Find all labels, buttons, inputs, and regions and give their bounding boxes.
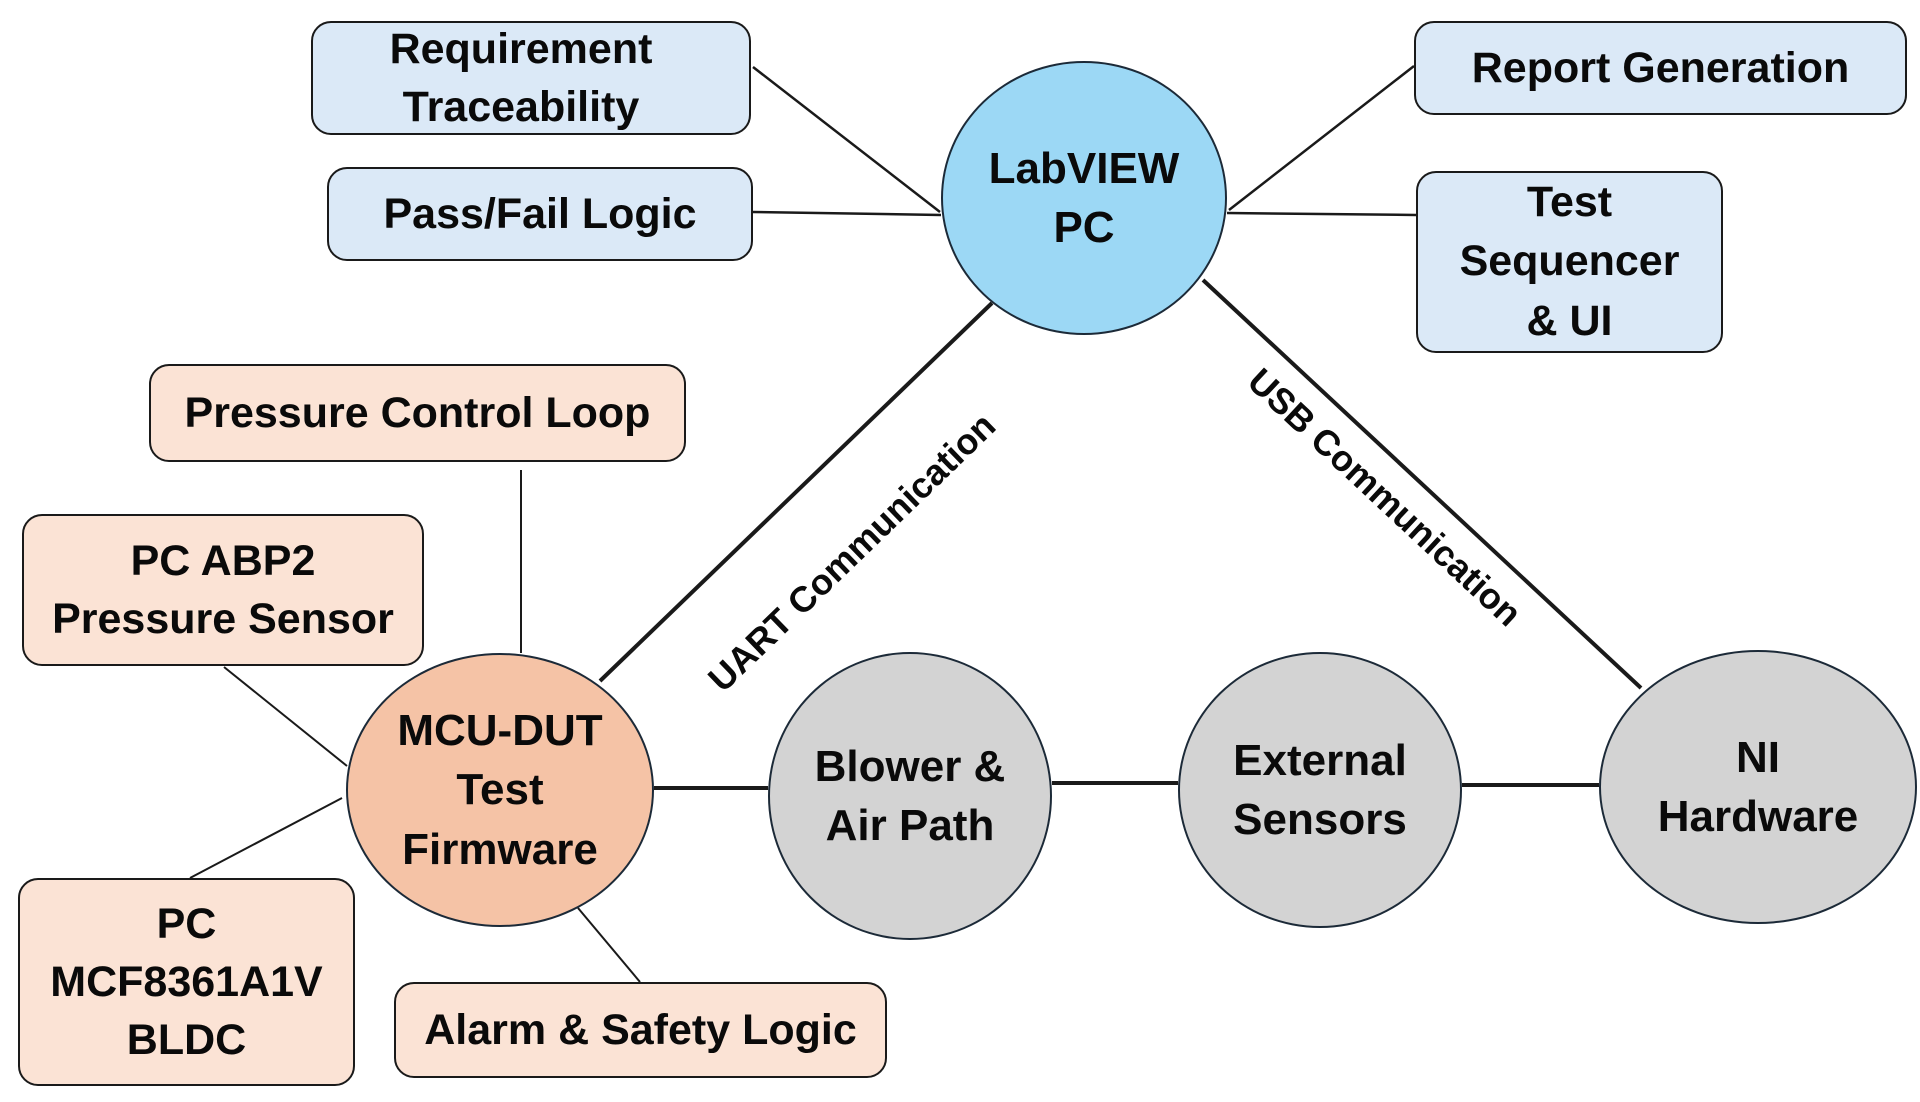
box-label: Sequencer [1459, 237, 1680, 286]
edge-report-to-labview [1228, 65, 1415, 211]
edge-requirement-to-labview [752, 66, 941, 213]
node-label: Firmware [402, 824, 598, 874]
alarm-safety-logic-box: Alarm & Safety Logic [394, 982, 887, 1078]
edge-sensor-to-mcu [223, 666, 348, 767]
external-sensors-node: External Sensors [1178, 652, 1462, 928]
node-label: LabVIEW [988, 143, 1180, 193]
labview-pc-node: LabVIEW PC [941, 61, 1227, 335]
box-label: & UI [1526, 296, 1613, 345]
requirement-traceability-box: Requirement Traceability [311, 21, 751, 135]
edge-usb [1201, 278, 1643, 690]
box-label: Test [1526, 178, 1613, 226]
node-label: Hardware [1657, 792, 1859, 841]
pressure-control-loop-box: Pressure Control Loop [149, 364, 686, 462]
edge-passfail-to-labview [752, 210, 942, 217]
box-label: Pressure Control Loop [184, 388, 651, 437]
box-label: Pressure Sensor [52, 595, 394, 643]
node-label: NI [1736, 732, 1780, 782]
node-label: Sensors [1233, 795, 1407, 844]
ni-hardware-node: NI Hardware [1599, 650, 1917, 924]
box-label: Traceability [402, 83, 640, 131]
box-label: MCF8361A1V [50, 957, 323, 1006]
node-label: PC [1053, 203, 1115, 252]
report-generation-box: Report Generation [1414, 21, 1907, 115]
box-label: Alarm & Safety Logic [424, 1005, 857, 1054]
box-label: Report Generation [1471, 43, 1850, 92]
box-label: PC [156, 899, 217, 948]
node-label: Blower & [814, 741, 1006, 791]
edge-uart [598, 301, 994, 683]
pass-fail-logic-box: Pass/Fail Logic [327, 167, 753, 261]
node-label: Air Path [825, 801, 995, 850]
box-label: BLDC [126, 1016, 247, 1065]
pressure-sensor-box: PC ABP2 Pressure Sensor [22, 514, 424, 666]
node-label: External [1233, 735, 1407, 785]
mcu-dut-node: MCU-DUT Test Firmware [346, 653, 654, 927]
node-label: Test [456, 765, 544, 815]
box-label: PC ABP2 [130, 536, 316, 585]
box-label: Requirement [389, 24, 653, 73]
test-sequencer-ui-box: Test Sequencer & UI [1416, 171, 1723, 353]
edge-alarm-to-mcu [577, 907, 641, 983]
edge-sequencer-to-labview [1226, 211, 1417, 217]
node-label: MCU-DUT [397, 705, 603, 755]
bldc-driver-box: PC MCF8361A1V BLDC [18, 878, 355, 1086]
box-label: Pass/Fail Logic [383, 189, 697, 238]
blower-air-path-node: Blower & Air Path [768, 652, 1052, 940]
edge-bldc-to-mcu [189, 797, 343, 879]
